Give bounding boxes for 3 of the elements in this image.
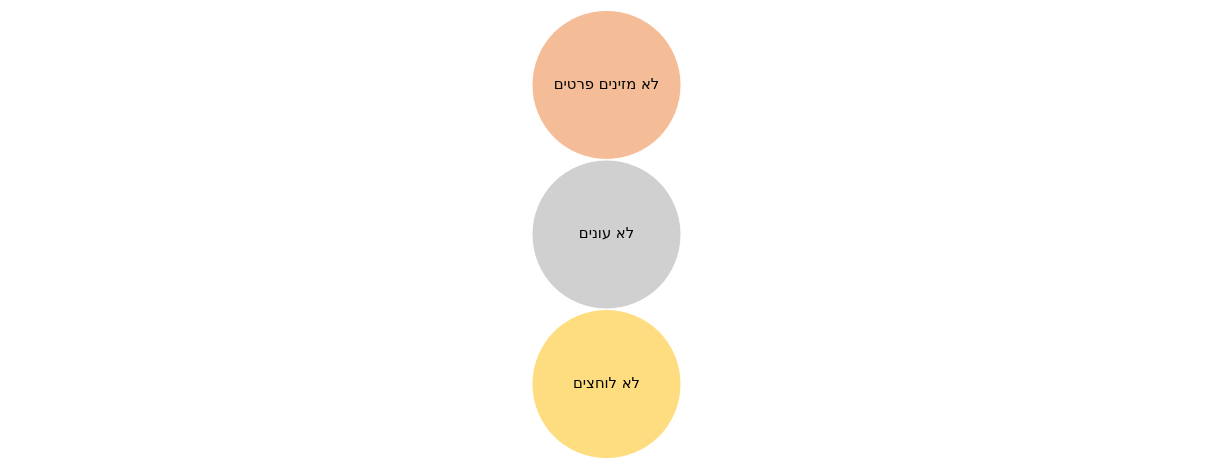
node-circle: לא עונים [530,159,682,310]
node-circle: לא לוחצים [530,309,682,460]
node-circle: לא מזינים פרטים [530,9,682,160]
